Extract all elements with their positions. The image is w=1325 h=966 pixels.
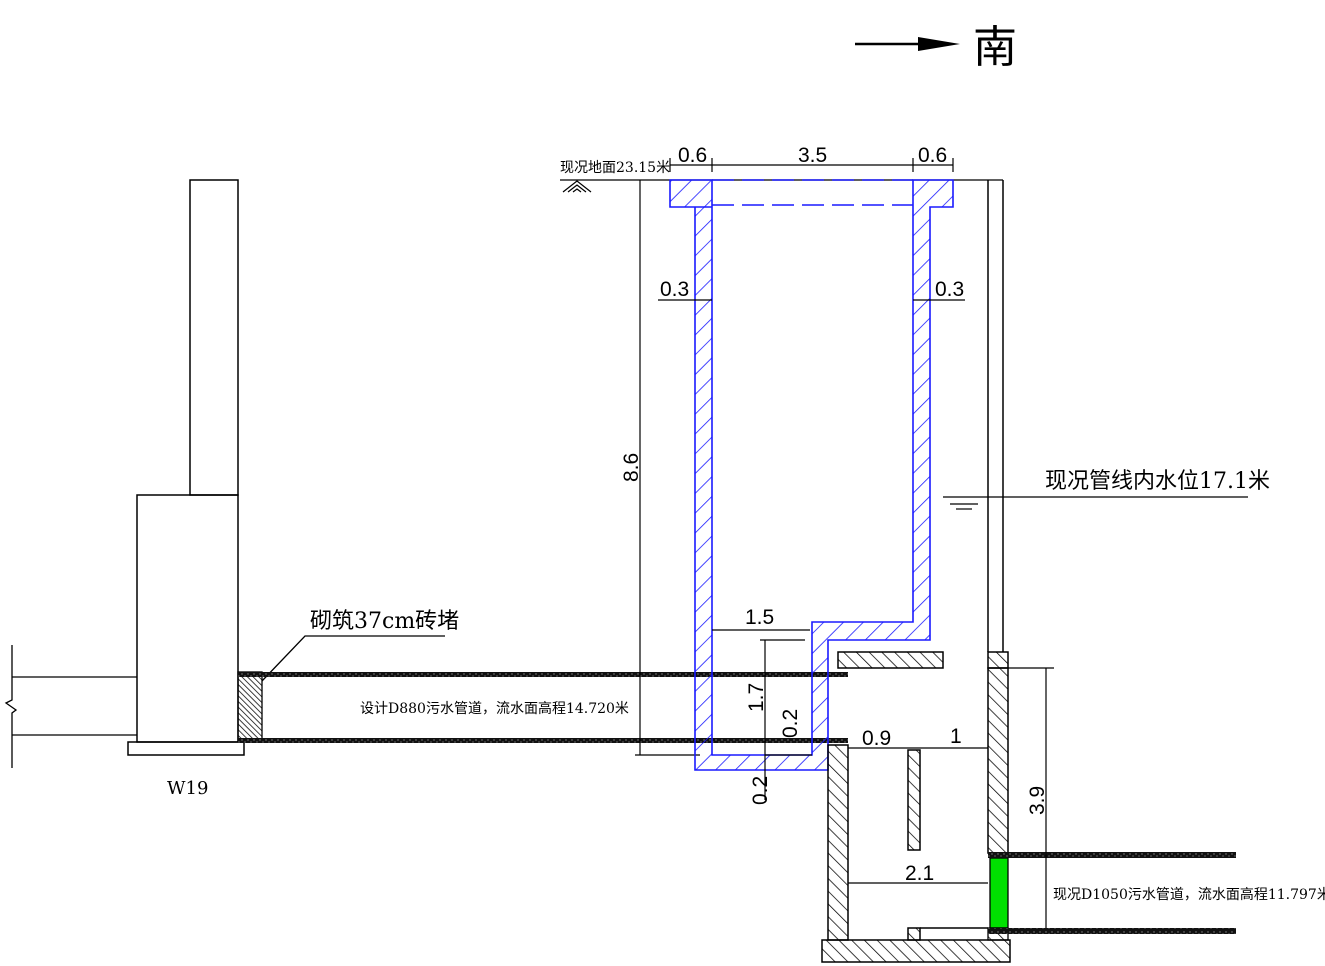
- dim-top-right: 0.6: [918, 144, 947, 167]
- brick-plug: [237, 671, 263, 742]
- dim-step-thick: 0.2: [779, 709, 802, 738]
- dim-step-width: 1.5: [745, 606, 774, 629]
- dimension-top: [669, 158, 954, 172]
- dim-top-middle: 3.5: [798, 144, 827, 167]
- dim-chamber-width: 2.1: [905, 862, 934, 885]
- dim-line-step-height: [760, 639, 812, 800]
- proposed-chamber: [669, 179, 954, 771]
- dim-line-chamber-height: [1008, 667, 1054, 928]
- design-pipe-label: 设计D880污水管道，流水面高程14.720米: [360, 700, 629, 717]
- dim-wall-left: 0.3: [660, 278, 689, 301]
- dimension-height-total: [635, 180, 700, 756]
- dim-wall-right: 0.3: [935, 278, 964, 301]
- break-symbol-icon: [4, 645, 18, 768]
- north-arrow-label: 南: [973, 22, 1017, 73]
- well-w19: [127, 179, 245, 756]
- green-plug: [989, 857, 1009, 929]
- well-label: W19: [167, 778, 208, 799]
- dim-bottom-thick: 0.2: [749, 776, 772, 805]
- water-level-icon: [950, 503, 978, 510]
- arrow-head-icon: [918, 37, 960, 51]
- existing-pipe: [988, 852, 1236, 934]
- ground-symbol-icon: [562, 180, 592, 193]
- existing-chamber: [821, 180, 1011, 963]
- dim-chamber-right: 1: [950, 725, 962, 748]
- existing-pipe-label: 现况D1050污水管道，流水面高程11.797米: [1053, 886, 1325, 903]
- design-pipe: [238, 672, 848, 743]
- ground-label: 现况地面23.15米: [560, 160, 670, 176]
- dim-chamber-height: 3.9: [1026, 786, 1049, 815]
- brick-plug-leader: [261, 635, 445, 682]
- north-arrow: 南: [855, 22, 1017, 73]
- brick-plug-label: 砌筑37cm砖堵: [310, 609, 459, 634]
- dim-height-total: 8.6: [620, 453, 643, 482]
- dim-chamber-left: 0.9: [862, 727, 891, 750]
- dim-top-left: 0.6: [678, 144, 707, 167]
- left-pipe-stub: [4, 645, 137, 768]
- water-level-label: 现况管线内水位17.1米: [1045, 469, 1270, 494]
- dim-step-height: 1.7: [745, 683, 768, 712]
